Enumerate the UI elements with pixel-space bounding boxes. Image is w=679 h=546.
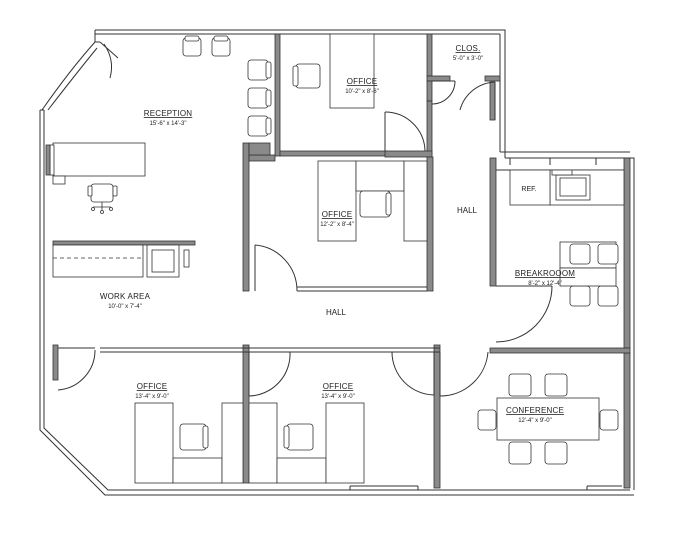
room-dim-office-top: 10'-2" x 8'-6": [345, 89, 379, 95]
waiting-chairs-side: [247, 59, 272, 137]
interior-walls: [52, 33, 631, 489]
room-dim-closet: 5'-0" x 3'-0": [453, 56, 483, 62]
room-labels: RECEPTION 15'-6" x 14'-3" OFFICE 10'-2" …: [100, 44, 575, 424]
room-dim-reception: 15'-6" x 14'-3": [150, 121, 187, 127]
room-name-work-area: WORK AREA: [100, 292, 151, 301]
furniture: [45, 33, 625, 484]
room-name-office-center: OFFICE: [322, 210, 353, 219]
room-dim-office-center: 12'-2" x 8'-4": [320, 222, 354, 228]
entry-window: [41, 34, 119, 111]
room-name-conference: CONFERENCE: [506, 406, 564, 415]
room-dim-office-bottom-left: 13'-4" x 9'-0": [135, 394, 169, 400]
room-name-reception: RECEPTION: [144, 109, 192, 118]
room-name-office-top: OFFICE: [347, 77, 378, 86]
waiting-chairs-top: [182, 35, 231, 57]
room-dim-breakroom: 8'-2" x 12'-4": [528, 281, 562, 287]
room-dim-office-bottom-middle: 13'-4" x 9'-0": [321, 394, 355, 400]
hall-label-right: HALL: [457, 206, 478, 215]
room-name-office-bottom-left: OFFICE: [137, 382, 168, 391]
room-name-office-bottom-middle: OFFICE: [323, 382, 354, 391]
refrigerator-label: REF.: [521, 186, 536, 193]
room-dim-conference: 12'-4" x 9'-0": [518, 418, 552, 424]
doors: [57, 80, 553, 397]
room-name-breakroom: BREAKROOOM: [515, 269, 575, 278]
room-dim-work-area: 10'-0" x 7'-4": [108, 304, 142, 310]
hall-label-center: HALL: [326, 308, 347, 317]
room-name-closet: CLOS.: [455, 44, 480, 53]
